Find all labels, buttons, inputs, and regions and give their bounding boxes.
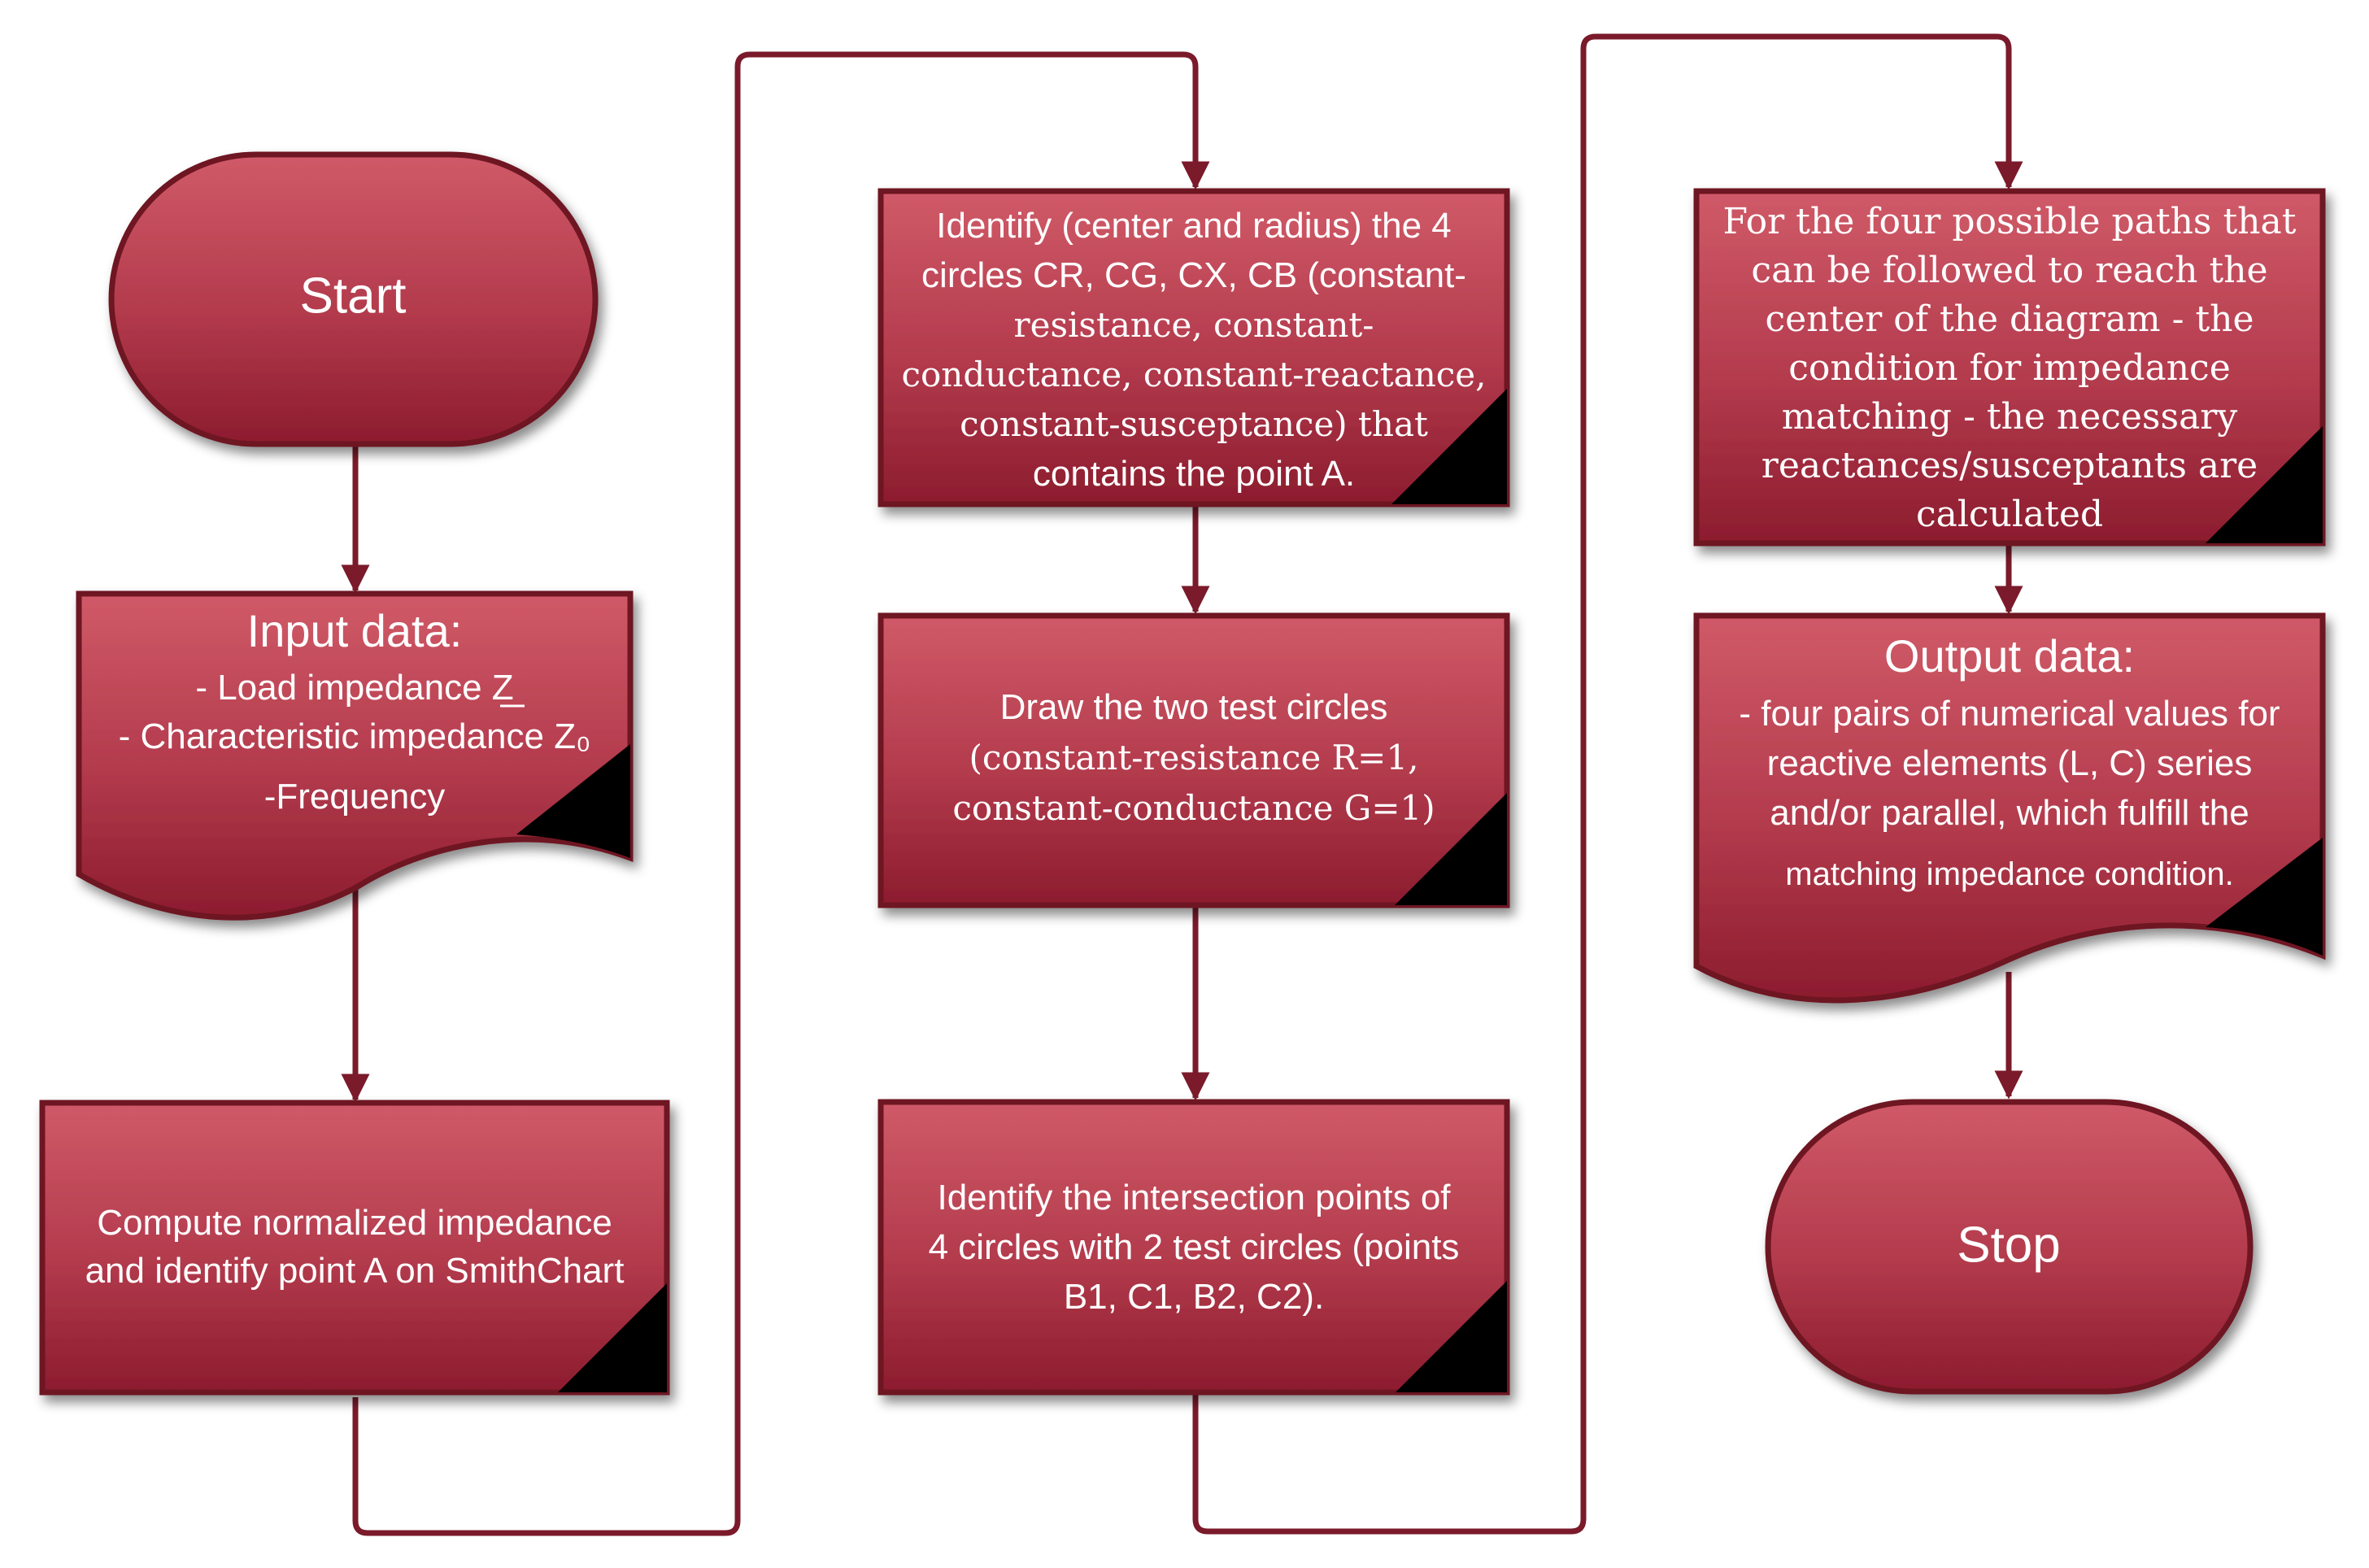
intersections-line-2: 4 circles with 2 test circles (points: [929, 1227, 1460, 1267]
draw-test-circles-process: Draw the two test circles (constant-resi…: [877, 612, 1510, 908]
connector-compute-to-identify-circles: [352, 51, 1210, 1536]
intersections-line-3: B1, C1, B2, C2).: [1064, 1277, 1324, 1317]
input-data-title: Input data:: [247, 605, 463, 656]
four-paths-process: For the four possible paths that can be …: [1693, 188, 2326, 547]
input-data-line-2: - Characteristic impedance Z₀: [119, 716, 591, 756]
connectors: [341, 33, 2023, 1536]
corner-fold: [558, 1283, 667, 1392]
compute-line-1: Compute normalized impedance: [97, 1203, 612, 1243]
draw-test-line-3: constant-conductance G=1): [952, 788, 1435, 828]
identify-circles-line-1: Identify (center and radius) the 4: [936, 206, 1451, 246]
paths-line-6: reactances/susceptants are: [1762, 445, 2258, 486]
intersections-process: Identify the intersection points of 4 ci…: [877, 1099, 1510, 1396]
output-data-document: Output data: - four pairs of numerical v…: [1693, 612, 2326, 1004]
paths-line-4: condition for impedance: [1788, 347, 2231, 389]
paths-line-3: center of the diagram - the: [1765, 298, 2254, 340]
identify-circles-line-2: circles CR, CG, CX, CB (constant-: [921, 255, 1466, 295]
identify-circles-line-4: conductance, constant-reactance,: [901, 355, 1486, 394]
output-data-line-4: matching impedance condition.: [1785, 856, 2233, 892]
draw-test-line-1: Draw the two test circles: [1000, 687, 1388, 727]
corner-fold: [1391, 389, 1507, 504]
paths-line-7: calculated: [1916, 494, 2103, 535]
corner-fold: [1396, 1281, 1507, 1392]
output-data-title: Output data:: [1884, 630, 2135, 682]
connector-intersections-to-paths: [1192, 33, 2023, 1535]
draw-test-line-2: (constant-resistance R=1,: [969, 738, 1419, 777]
input-data-line-3: -Frequency: [264, 777, 446, 817]
paths-line-1: For the four possible paths that: [1723, 201, 2297, 242]
identify-circles-line-3: resistance, constant-: [1014, 305, 1374, 345]
identify-circles-line-6: contains the point A.: [1033, 454, 1355, 494]
start-label: Start: [300, 268, 407, 324]
compute-line-2: and identify point A on SmithChart: [85, 1251, 625, 1291]
corner-fold: [2206, 838, 2323, 956]
paths-line-2: can be followed to reach the: [1751, 250, 2267, 291]
start-terminator: Start: [108, 151, 599, 447]
paths-line-5: matching - the necessary: [1782, 396, 2238, 438]
identify-circles-line-5: constant-susceptance) that: [960, 404, 1428, 444]
input-data-document: Input data: - Load impedance Z - Charact…: [76, 590, 634, 921]
output-data-line-1: - four pairs of numerical values for: [1739, 694, 2280, 734]
stop-terminator: Stop: [1765, 1099, 2254, 1395]
stop-label: Stop: [1957, 1217, 2061, 1273]
intersections-line-1: Identify the intersection points of: [937, 1178, 1451, 1217]
corner-fold: [2206, 426, 2323, 543]
corner-fold: [1395, 793, 1507, 905]
compute-process: Compute normalized impedance and identif…: [39, 1100, 670, 1396]
output-data-line-2: reactive elements (L, C) series: [1767, 743, 2253, 783]
corner-fold: [516, 744, 630, 858]
identify-circles-process: Identify (center and radius) the 4 circl…: [877, 188, 1510, 507]
output-data-line-3: and/or parallel, which fulfill the: [1770, 793, 2249, 833]
input-data-line-1: - Load impedance Z: [195, 668, 513, 708]
